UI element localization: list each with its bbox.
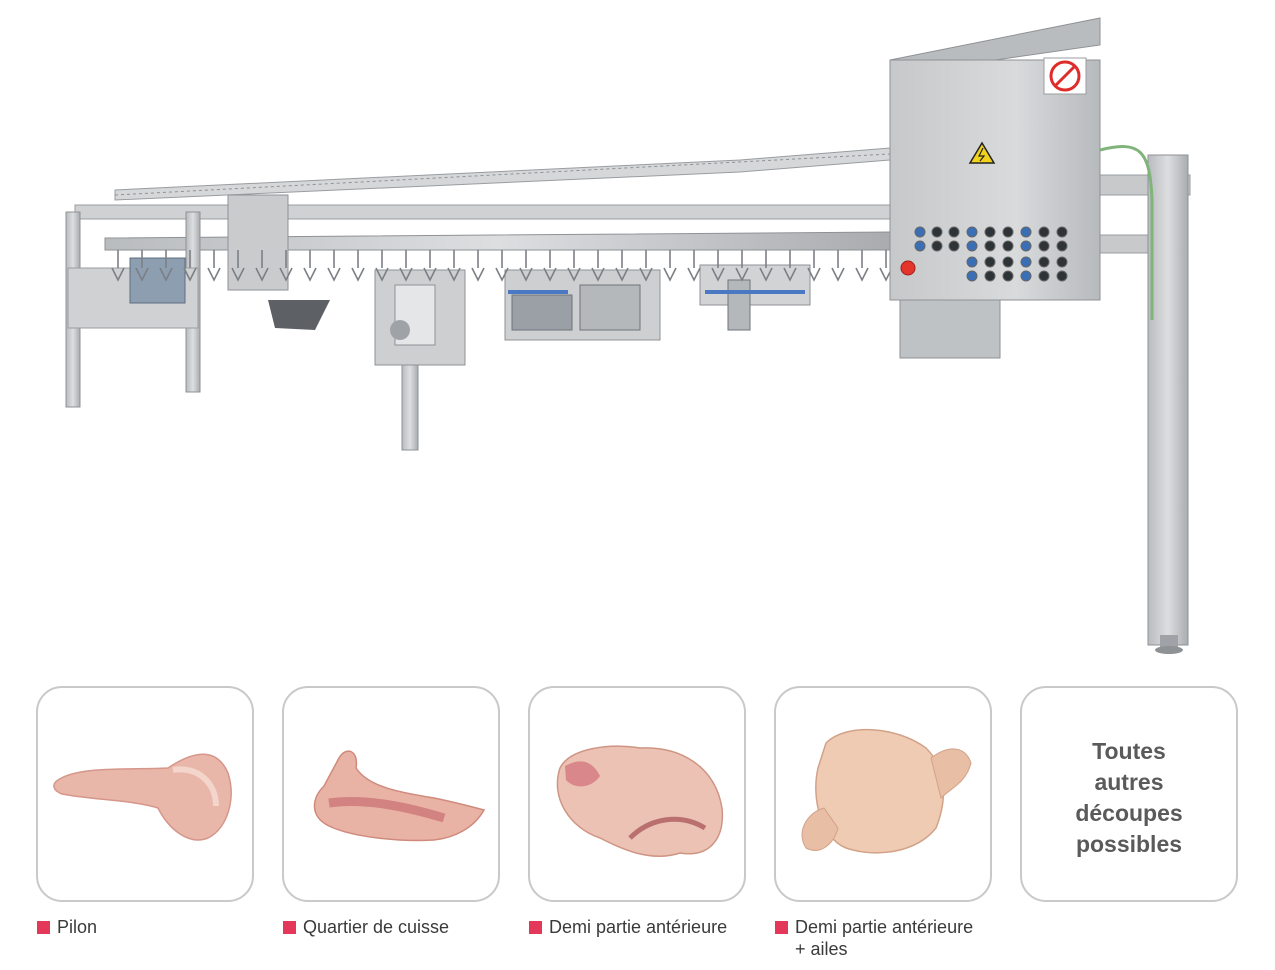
caption-pilon: Pilon <box>37 916 97 938</box>
cutting-line-machine-image <box>65 17 1191 654</box>
front-half-image <box>556 745 724 857</box>
thigh-quarter-image <box>313 750 486 842</box>
middle-support-leg <box>401 354 419 451</box>
caption-demi-partie-anterieure-ailes: Demi partie antérieure + ailes <box>775 916 973 960</box>
front-half-wings-image <box>801 728 972 854</box>
cutting-module-1 <box>227 194 330 330</box>
bullet-square-icon <box>775 921 788 934</box>
drumstick-image <box>53 753 232 841</box>
product-card-quartier-de-cuisse <box>282 686 500 902</box>
electrical-hazard-icon <box>968 141 996 164</box>
caption-demi-partie-anterieure: Demi partie antérieure <box>529 916 727 938</box>
cutting-module-3 <box>504 269 661 341</box>
cutting-module-2 <box>374 269 466 366</box>
product-card-autres-decoupes: Toutes autres découpes possibles <box>1020 686 1238 902</box>
cable-tray <box>114 147 891 201</box>
product-card-demi-partie-anterieure-ailes <box>774 686 992 902</box>
no-mobile-phone-icon <box>1043 57 1087 95</box>
right-support-column <box>1099 145 1189 654</box>
bullet-square-icon <box>37 921 50 934</box>
bullet-square-icon <box>283 921 296 934</box>
control-buttons <box>914 226 1068 282</box>
emergency-stop-button <box>900 260 916 276</box>
shackle-row <box>111 250 893 282</box>
caption-quartier-de-cuisse: Quartier de cuisse <box>283 916 449 938</box>
bullet-square-icon <box>529 921 542 934</box>
product-card-pilon <box>36 686 254 902</box>
product-card-demi-partie-anterieure <box>528 686 746 902</box>
control-cabinet <box>889 17 1101 359</box>
cutting-module-4 <box>699 264 811 331</box>
other-cuts-text: Toutes autres découpes possibles <box>1075 738 1183 857</box>
left-support-frame <box>65 211 201 408</box>
